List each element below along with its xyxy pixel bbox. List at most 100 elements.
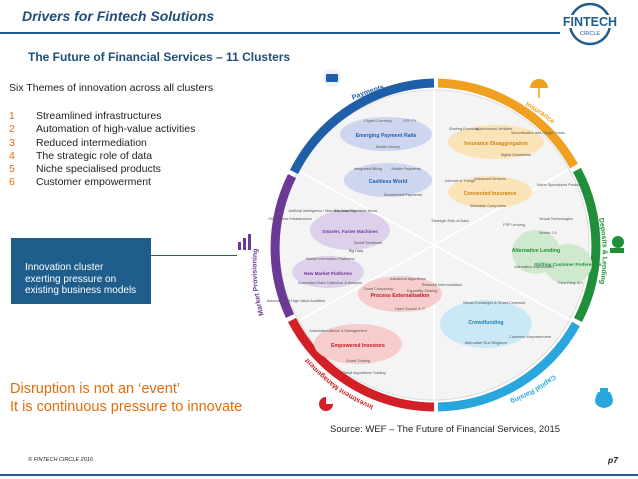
subtitle: The Future of Financial Services – 11 Cl… bbox=[28, 50, 291, 64]
cashless-world-bubble bbox=[344, 163, 432, 197]
insurance-disaggregation-bubble bbox=[448, 125, 544, 159]
cluster-new-market-platforms: New Market Platforms bbox=[304, 271, 352, 276]
theme-number: 4 bbox=[9, 149, 15, 162]
hand-coin-icon bbox=[610, 236, 624, 253]
label-capability-sharing: Capability Sharing bbox=[407, 289, 438, 293]
label-p2p-fx: P2P FX bbox=[403, 119, 416, 123]
theme-number: 3 bbox=[9, 136, 15, 149]
label-niche-products: Niche Specialized Products bbox=[537, 183, 583, 187]
label-social-trading: Social Trading bbox=[346, 359, 370, 363]
cluster-crowdfunding: Crowdfunding bbox=[468, 320, 503, 326]
page-number: p7 bbox=[608, 455, 618, 465]
cluster-empowered-investors: Empowered Investors bbox=[331, 343, 385, 349]
label-customer-empowerment: Customer Empowerment bbox=[509, 335, 552, 339]
label-p2p-lending: P2P Lending bbox=[503, 223, 525, 227]
cluster-process-externalisation: Process Externalisation bbox=[371, 293, 430, 299]
theme-item: 4 The strategic role of data bbox=[9, 150, 195, 163]
label-reduced-intermediation: Reduced Intermediation bbox=[422, 283, 462, 287]
label-securitization: Securitization and Hedge Funds bbox=[511, 131, 565, 135]
label-internet-of-things: Internet of Things bbox=[445, 179, 475, 183]
payments-ring bbox=[289, 78, 435, 175]
cluster-connected-insurance: Connected Insurance bbox=[464, 191, 517, 197]
emerging-payment-rails-bubble bbox=[340, 117, 432, 151]
theme-label: Niche specialised products bbox=[36, 163, 161, 176]
label-ai: Artificial Intelligence / Machine Learni… bbox=[289, 209, 356, 213]
disruption-line-1: Disruption is not an ‘event’ bbox=[10, 381, 181, 397]
fintech-circle-logo: FINTECH CIRCLE bbox=[561, 2, 619, 46]
innovation-cluster-callout: Innovation cluster exerting pressure on … bbox=[11, 238, 151, 304]
crowdfunding-bubble bbox=[440, 300, 532, 348]
label-open-source: Open Source & IT bbox=[395, 307, 426, 311]
investment-ring bbox=[288, 317, 435, 412]
cluster-insurance-disaggregation: Insurance Disaggregation bbox=[464, 141, 528, 147]
label-autonomous-vehicles: Autonomous Vehicles bbox=[476, 127, 513, 131]
label-alternative-due-diligence: Alternative Due Diligence bbox=[465, 341, 508, 345]
deposits-ring bbox=[573, 167, 601, 323]
label-mobile-money: Mobile Money bbox=[376, 145, 400, 149]
label-advanced-sensors: Advanced Sensors bbox=[474, 177, 506, 181]
market-ring bbox=[270, 173, 297, 318]
footer-rule bbox=[0, 474, 638, 476]
label-social-sentiment: Social Sentiment bbox=[354, 241, 383, 245]
label-virtual-exchanges: Virtual Exchanges & Smart Contracts bbox=[463, 301, 526, 305]
callout-line-2: exerting pressure on bbox=[25, 273, 117, 285]
cluster-emerging-payment-rails: Emerging Payment Rails bbox=[356, 133, 417, 139]
theme-label: Reduced intermediation bbox=[36, 136, 147, 149]
label-mobile-payments: Mobile Payments bbox=[391, 167, 420, 171]
theme-number: 5 bbox=[9, 163, 15, 176]
label-mobile-20: Mobile 2.0 bbox=[539, 231, 557, 235]
label-alternative-adjudication: Alternative Adjudication bbox=[514, 265, 553, 269]
cluster-alternative-lending: Alternative Lending bbox=[512, 248, 560, 254]
theme-label: Streamlined infrastructures bbox=[36, 110, 162, 122]
label-automated-advice: Automated Advice & Management bbox=[309, 329, 367, 333]
callout-line-1: Innovation cluster bbox=[25, 262, 104, 273]
theme-label: Customer empowerment bbox=[36, 176, 151, 189]
bar-chart-icon bbox=[238, 234, 251, 250]
theme-number: 6 bbox=[9, 176, 15, 189]
disruption-line-2: It is continuous pressure to innovate bbox=[10, 399, 243, 415]
capital-ring bbox=[437, 321, 580, 412]
label-retail-algorithmic: Retail Algorithmic Trading bbox=[342, 371, 385, 375]
smarter-faster-machines-bubble bbox=[310, 210, 390, 250]
header-rule bbox=[0, 32, 560, 34]
label-advanced-algorithms: Advanced Algorithms bbox=[390, 277, 426, 281]
theme-item: 5 Niche specialised products bbox=[9, 163, 195, 176]
pie-chart-icon bbox=[319, 397, 333, 411]
label-machine-readable-news: Machine Readable News bbox=[335, 209, 377, 213]
logo-text-top: FINTECH bbox=[563, 15, 617, 29]
label-third-party-api: Third Party API bbox=[557, 281, 583, 285]
themes-heading: Six Themes of innovation across all clus… bbox=[9, 82, 214, 94]
umbrella-icon bbox=[530, 79, 548, 98]
label-sharing-economy: Sharing Economy bbox=[449, 127, 479, 131]
page-title: Drivers for Fintech Solutions bbox=[22, 8, 215, 24]
payments-icon bbox=[323, 69, 341, 87]
copyright: © FINTECH CIRCLE 2016 bbox=[28, 457, 93, 463]
label-integrated-billing: Integrated Billing bbox=[354, 167, 382, 171]
wheel-dividers bbox=[299, 90, 571, 400]
theme-number: 1 bbox=[9, 110, 15, 122]
callout-line-3: existing business models bbox=[25, 285, 137, 296]
label-automated-data: Automated Data Collection & Analysis bbox=[298, 281, 362, 285]
label-big-data: Big Data bbox=[349, 249, 364, 253]
market-label: Market Provisioning bbox=[251, 248, 265, 316]
theme-label: The strategic role of data bbox=[36, 149, 153, 162]
deposits-label: Deposits & Lending bbox=[597, 217, 608, 284]
label-wearable-computers: Wearable Computers bbox=[470, 204, 506, 208]
disruption-message: Disruption is not an ‘event’ It is conti… bbox=[10, 380, 242, 416]
cluster-shifting-customer-preferences: Shifting Customer Preferences bbox=[534, 262, 602, 267]
callout-connector bbox=[151, 255, 237, 256]
theme-number: 2 bbox=[9, 123, 15, 136]
theme-item: 3 Reduced intermediation bbox=[9, 137, 195, 150]
label-crypto: Crypto Currency bbox=[364, 119, 392, 123]
theme-item: 6 Customer empowerment bbox=[9, 176, 195, 189]
fintech-clusters-wheel: Payments Insurance Deposits & Lending Ca… bbox=[238, 69, 624, 412]
label-virtual-technologies: Virtual Technologies bbox=[539, 217, 573, 221]
label-digital-distribution: Digital Distribution bbox=[501, 153, 532, 157]
cluster-cashless-world: Cashless World bbox=[369, 179, 408, 185]
label-market-info-platforms: Market Information Platforms bbox=[306, 257, 355, 261]
label-cloud-computing: Cloud Computing bbox=[363, 287, 392, 291]
connected-insurance-bubble bbox=[448, 176, 532, 208]
money-bag-icon bbox=[595, 388, 613, 408]
